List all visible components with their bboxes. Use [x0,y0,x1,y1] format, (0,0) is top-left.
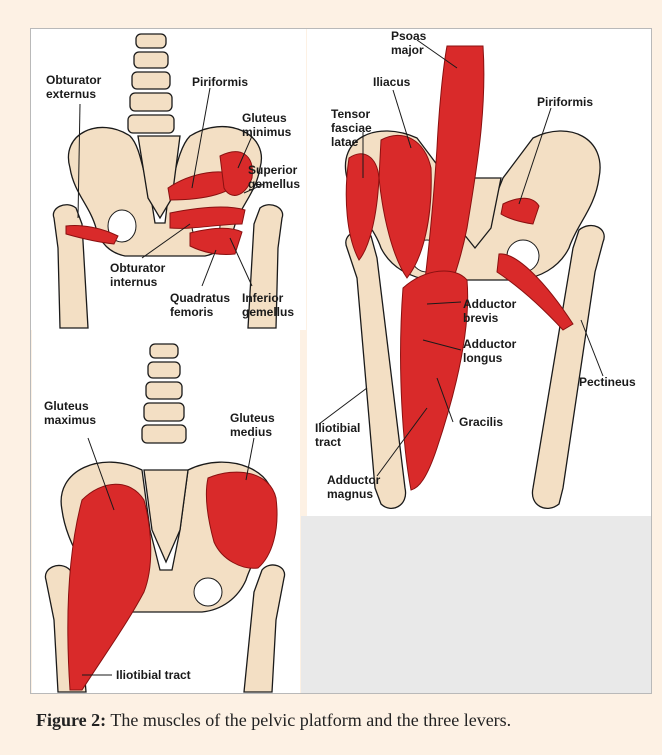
figure-caption: Figure 2: The muscles of the pelvic plat… [36,710,636,731]
left-femur [346,232,406,509]
gluteus-maximus-muscle [68,484,151,690]
empty-panel-area [301,516,651,694]
caption-label: Figure 2: [36,710,106,730]
label-pectineus: Pectineus [579,375,636,389]
label-piriformis: Piriformis [192,75,248,89]
label-iliacus: Iliacus [373,75,411,89]
label-piriformis: Piriformis [537,95,593,109]
label-iliotibial-tract: Iliotibial tract [116,668,191,682]
lumbar-spine [142,344,186,443]
left-femur [53,205,88,328]
label-gracilis: Gracilis [459,415,503,429]
lumbar-spine [128,34,174,133]
right-femur [244,565,285,692]
caption-text: The muscles of the pelvic platform and t… [106,710,511,730]
